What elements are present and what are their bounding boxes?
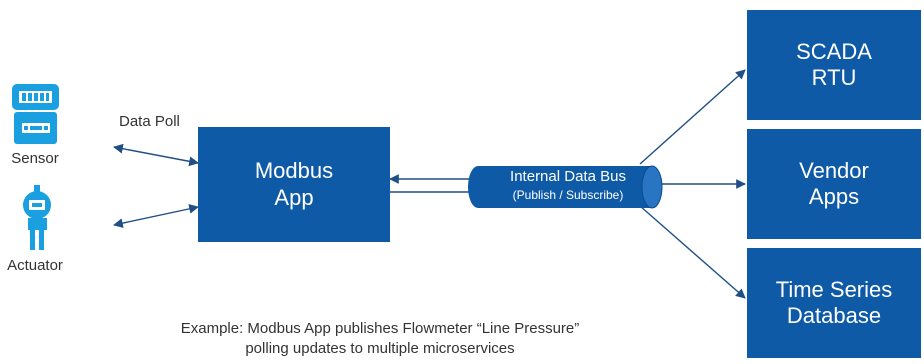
time-series-db-line1: Time Series bbox=[775, 276, 893, 302]
bus-to-scada-arrow bbox=[639, 69, 746, 165]
scada-rtu-box: SCADA RTU bbox=[747, 10, 921, 120]
vendor-apps-box: Vendor Apps bbox=[747, 129, 921, 239]
vendor-apps-line2: Apps bbox=[808, 184, 860, 209]
time-series-db-box: Time Series Database bbox=[747, 248, 921, 358]
actuator-icon bbox=[23, 185, 51, 250]
modbus-app-line2: App bbox=[274, 184, 314, 210]
data-bus-title: Internal Data Bus bbox=[510, 168, 626, 185]
data-poll-label: Data Poll bbox=[119, 113, 180, 130]
bus-to-tsdb-arrow bbox=[639, 205, 746, 299]
actuator-poll-arrow bbox=[113, 204, 199, 228]
actuator-label: Actuator bbox=[7, 257, 63, 274]
sensor-icon bbox=[12, 84, 59, 144]
example-caption: Example: Modbus App publishes Flowmeter … bbox=[60, 319, 700, 360]
modbus-app-line1: Modbus bbox=[254, 158, 334, 184]
scada-rtu-line1: SCADA bbox=[796, 38, 872, 64]
scada-rtu-line2: RTU bbox=[811, 65, 857, 90]
time-series-db-line2: Database bbox=[786, 303, 882, 328]
data-bus-subtitle: (Publish / Subscribe) bbox=[512, 188, 624, 202]
vendor-apps-line1: Vendor bbox=[799, 157, 869, 183]
sensor-poll-arrow bbox=[113, 143, 199, 167]
caption-line1: Example: Modbus App publishes Flowmeter … bbox=[180, 320, 580, 337]
data-bus-label: Internal Data Bus (Publish / Subscribe) bbox=[478, 168, 658, 202]
data-bus-cylinder bbox=[468, 165, 663, 209]
caption-line2: polling updates to multiple microservice… bbox=[245, 340, 515, 358]
modbus-app-box: Modbus App bbox=[198, 127, 390, 242]
sensor-label: Sensor bbox=[11, 150, 59, 167]
